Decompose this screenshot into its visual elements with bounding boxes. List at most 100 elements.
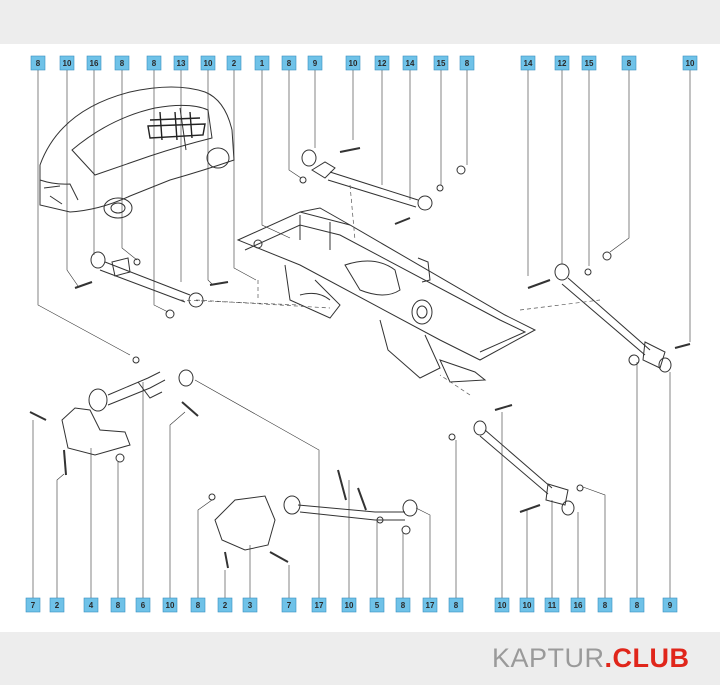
- top-callout-label: 8: [465, 59, 470, 68]
- bottom-callout-label: 8: [603, 601, 608, 610]
- top-callout-12: 12: [374, 55, 390, 71]
- bottom-callout-6: 6: [135, 597, 151, 613]
- top-callout-10: 10: [345, 55, 361, 71]
- bottom-callout-label: 10: [523, 601, 532, 610]
- top-callout-label: 8: [120, 59, 125, 68]
- top-callout-label: 8: [152, 59, 157, 68]
- upper-left-link-arm: [74, 251, 229, 319]
- bottom-callout-8: 8: [448, 597, 464, 613]
- bottom-callout-2: 2: [49, 597, 65, 613]
- car-illustration: [39, 86, 235, 219]
- top-callout-14: 14: [402, 55, 418, 71]
- bottom-callout-7: 7: [281, 597, 297, 613]
- top-callout-label: 10: [686, 59, 695, 68]
- top-callout-label: 14: [524, 59, 533, 68]
- top-callout-label: 12: [378, 59, 387, 68]
- top-callout-label: 8: [627, 59, 632, 68]
- top-callout-9: 9: [307, 55, 323, 71]
- bottom-callout-10: 10: [519, 597, 535, 613]
- top-callout-10: 10: [59, 55, 75, 71]
- bottom-callout-5: 5: [369, 597, 385, 613]
- top-callout-10: 10: [682, 55, 698, 71]
- bottom-callout-7: 7: [25, 597, 41, 613]
- bottom-callout-17: 17: [422, 597, 438, 613]
- bottom-callout-label: 17: [315, 601, 324, 610]
- bottom-callout-label: 17: [426, 601, 435, 610]
- bottom-callout-label: 5: [375, 601, 380, 610]
- bottom-callout-label: 6: [141, 601, 146, 610]
- watermark-part-1: KAPTUR: [492, 643, 605, 673]
- bottom-callout-11: 11: [544, 597, 560, 613]
- callouts-bottom: 7 2 4 8 6 10 8 2 3 7 17 10 5 8 17 8 10 10 11 16 8 8 9: [25, 597, 678, 613]
- bottom-callout-label: 2: [55, 601, 60, 610]
- top-callout-8: 8: [146, 55, 162, 71]
- rear-subframe: [236, 207, 537, 383]
- leader-lines: [179, 184, 601, 396]
- bottom-callout-8: 8: [597, 597, 613, 613]
- lower-middle-bracket-assembly: [208, 469, 418, 569]
- top-callout-label: 10: [204, 59, 213, 68]
- bottom-band: [0, 632, 720, 685]
- top-callout-8: 8: [30, 55, 46, 71]
- bottom-callout-label: 10: [498, 601, 507, 610]
- top-callout-label: 9: [313, 59, 318, 68]
- top-callout-label: 16: [90, 59, 99, 68]
- bottom-callout-2: 2: [217, 597, 233, 613]
- bottom-callout-label: 4: [89, 601, 94, 610]
- top-callout-15: 15: [433, 55, 449, 71]
- upper-right-link-arm: [527, 251, 691, 373]
- bottom-callout-label: 7: [31, 601, 36, 610]
- top-callout-14: 14: [520, 55, 536, 71]
- watermark-part-2: .CLUB: [604, 643, 690, 673]
- bottom-callout-label: 8: [401, 601, 406, 610]
- top-callout-2: 2: [226, 55, 242, 71]
- bottom-callout-10: 10: [341, 597, 357, 613]
- bottom-callout-4: 4: [83, 597, 99, 613]
- top-callout-12: 12: [554, 55, 570, 71]
- bottom-callout-label: 3: [248, 601, 253, 610]
- top-callout-label: 14: [406, 59, 415, 68]
- bottom-callout-label: 11: [548, 601, 557, 610]
- top-callout-16: 16: [86, 55, 102, 71]
- bottom-callout-8: 8: [395, 597, 411, 613]
- bottom-callout-8: 8: [629, 597, 645, 613]
- top-callout-15: 15: [581, 55, 597, 71]
- top-band: [0, 0, 720, 44]
- bottom-callout-label: 8: [454, 601, 459, 610]
- top-callout-label: 15: [437, 59, 446, 68]
- top-callout-label: 2: [232, 59, 237, 68]
- bottom-callout-label: 2: [223, 601, 228, 610]
- top-callout-8: 8: [459, 55, 475, 71]
- top-callout-8: 8: [281, 55, 297, 71]
- bottom-callout-3: 3: [242, 597, 258, 613]
- top-callout-label: 8: [287, 59, 292, 68]
- bottom-callout-label: 8: [635, 601, 640, 610]
- top-callout-label: 12: [558, 59, 567, 68]
- top-callout-label: 8: [36, 59, 41, 68]
- bottom-callout-17: 17: [311, 597, 327, 613]
- bottom-callout-label: 16: [574, 601, 583, 610]
- bottom-callout-label: 10: [166, 601, 175, 610]
- bottom-callout-label: 9: [668, 601, 673, 610]
- top-callout-8: 8: [621, 55, 637, 71]
- bottom-callout-10: 10: [162, 597, 178, 613]
- top-callout-label: 15: [585, 59, 594, 68]
- bottom-callout-8: 8: [110, 597, 126, 613]
- lower-right-link-arm: [448, 404, 584, 516]
- top-callout-label: 13: [177, 59, 186, 68]
- top-callout-10: 10: [200, 55, 216, 71]
- bottom-callout-label: 8: [116, 601, 121, 610]
- bottom-callout-9: 9: [662, 597, 678, 613]
- top-callout-13: 13: [173, 55, 189, 71]
- bottom-callout-label: 7: [287, 601, 292, 610]
- top-callout-8: 8: [114, 55, 130, 71]
- bottom-callout-8: 8: [190, 597, 206, 613]
- upper-middle-link-arm: [299, 147, 466, 225]
- top-callout-label: 10: [63, 59, 72, 68]
- bottom-callout-label: 10: [345, 601, 354, 610]
- callout-leaders: [32, 67, 691, 600]
- bottom-callout-10: 10: [494, 597, 510, 613]
- top-callout-label: 10: [349, 59, 358, 68]
